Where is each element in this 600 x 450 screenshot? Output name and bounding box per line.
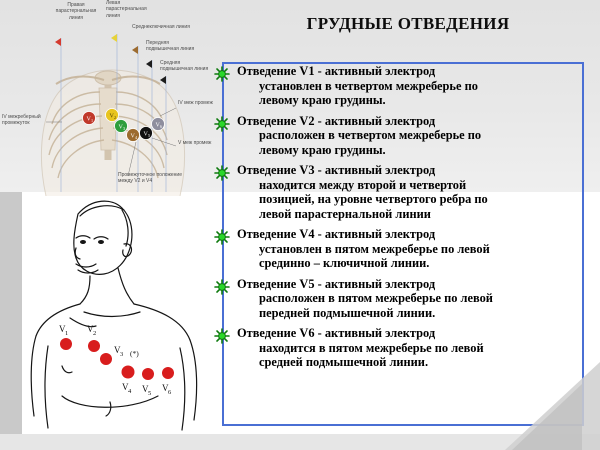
lead-line: Отведение V2 - активный электрод [237,113,436,128]
content-textbox-frame [222,62,584,426]
page-title: ГРУДНЫЕ ОТВЕДЕНИЯ [306,14,510,33]
lead-line: установлен в четвертом межреберье по [259,78,478,93]
svg-text:2: 2 [114,115,116,120]
green-sunburst-bullet-icon [214,66,230,82]
svg-text:V: V [162,383,169,393]
label-intermediate-position: Промежуточное положение между V2 и V4 [118,172,182,185]
list-item-text: Отведение V1 - активный электрод установ… [233,64,586,108]
svg-text:6: 6 [160,124,162,129]
lead-line: левому краю грудины. [259,93,386,107]
label-right-parasternal-line: Правая парастернальная линия [55,2,97,21]
lead-line: находится между второй и четвертой [259,177,467,192]
lead-line: левой парастернальной линии [259,206,431,221]
lead-line: левому краю грудины. [259,142,386,157]
lead-line: Отведение V4 - активный электрод [237,227,436,241]
list-item-text: Отведение V6 - активный электрод находит… [233,326,586,370]
green-sunburst-bullet-icon [214,115,230,132]
lead-line: Отведение V3 - активный электрод [237,163,436,177]
lead-line: срединно – ключичной линии. [259,256,430,270]
lead-line: средней подмышечной линии. [259,355,429,369]
list-item: Отведение V6 - активный электрод находит… [214,326,586,370]
svg-text:V: V [142,384,149,394]
svg-text:V: V [156,123,161,129]
svg-text:V: V [122,382,129,392]
label-midclavicular-line: Среднеключичная линия [132,24,190,30]
svg-text:3: 3 [123,126,125,131]
background-band-bottom [0,434,600,450]
chest-leads-list: Отведение V1 - активный электрод установ… [214,64,586,376]
label-fourth-intercostal-space: IV межреберный промежуток [2,114,41,127]
list-item: Отведение V1 - активный электрод установ… [214,64,586,108]
lead-line: Отведение V1 - активный электрод [237,64,436,78]
svg-text:V: V [114,345,121,355]
list-item-text: Отведение V2 - активный электрод располо… [233,114,586,158]
svg-text:1: 1 [91,118,93,123]
corner-decoration-small [512,384,582,450]
lead-line: Отведение V6 - активный электрод [237,326,436,340]
lead-line: передней подмышечной линии. [259,305,436,320]
svg-text:4: 4 [128,388,132,395]
label-left-parasternal-line: Левая парастернальная линия [106,0,147,19]
lead-line: находится в пятом межреберье по левой [259,340,484,355]
label-anterior-axillary-line: Передняя подмышечная линия [146,40,195,53]
list-item: Отведение V3 - активный электрод находит… [214,163,586,221]
lead-line: Отведение V5 - активный электрод [237,276,436,291]
svg-text:5: 5 [148,390,151,397]
background-band-left [0,192,22,450]
svg-text:(*): (*) [130,349,139,358]
list-item-text: Отведение V4 - активный электрод установ… [233,227,586,271]
svg-text:V: V [131,134,136,140]
label-fifth-intercostal-space-short: V меж промеж [178,140,212,146]
svg-text:V: V [87,117,92,123]
lead-line: позицией, на уровне четвертого ребра по [259,192,488,206]
lead-line: расположен в пятом межреберье по левой [259,291,493,305]
svg-text:1: 1 [65,330,68,337]
label-mid-axillary-line: Средняя подмышечная линия [160,60,209,73]
lead-line: установлен в пятом межреберье по левой [259,241,490,256]
svg-text:V: V [87,324,94,334]
list-item: Отведение V4 - активный электрод установ… [214,227,586,271]
list-item: Отведение V5 - активный электрод располо… [214,277,586,321]
lead-line: расположен в четвертом межреберье по [259,128,482,142]
svg-text:2: 2 [93,330,96,337]
green-sunburst-bullet-icon [214,229,230,245]
svg-text:5: 5 [148,133,150,138]
green-sunburst-bullet-icon [214,278,230,295]
svg-text:3: 3 [120,351,123,358]
svg-text:4: 4 [135,135,138,140]
list-item: Отведение V2 - активный электрод располо… [214,114,586,158]
label-fourth-intercostal-space-short: IV меж промеж [178,100,213,106]
svg-text:V: V [59,324,66,334]
green-sunburst-bullet-icon [214,165,230,181]
list-item-text: Отведение V5 - активный электрод располо… [233,277,586,321]
svg-text:V: V [110,114,115,120]
svg-text:6: 6 [168,389,172,396]
green-sunburst-bullet-icon [214,328,230,344]
list-item-text: Отведение V3 - активный электрод находит… [233,163,586,221]
svg-text:V: V [144,132,149,138]
svg-text:V: V [119,125,124,131]
